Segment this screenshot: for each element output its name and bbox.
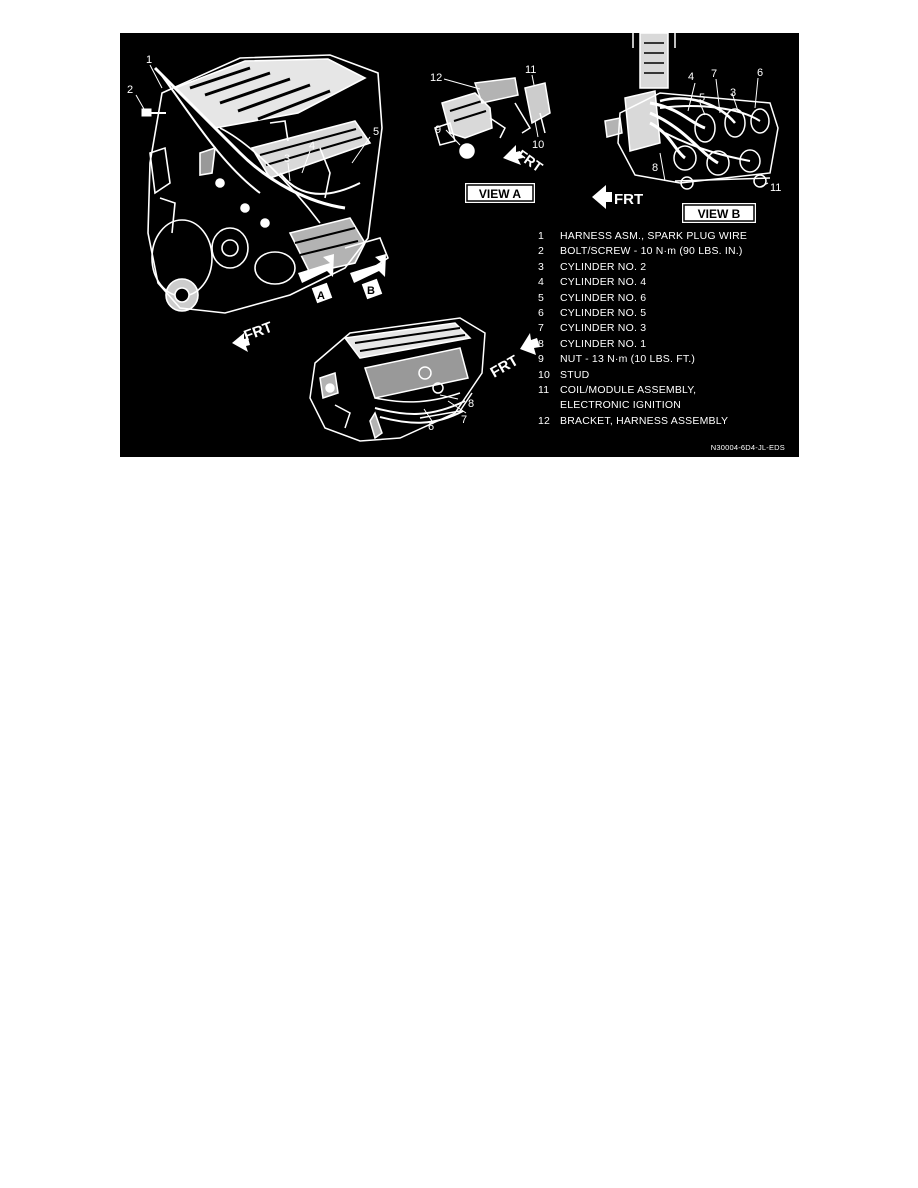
legend-number: 12 (538, 414, 551, 427)
callout-7-view-b: 7 (711, 68, 717, 80)
engine-illustration: A B FRT FRT VIEW (127, 33, 781, 442)
view-a-arrow (298, 254, 334, 304)
callout-2: 2 (127, 84, 133, 96)
view-a-drawing (434, 77, 551, 159)
legend-text: NUT - 13 N·m (10 LBS. FT.) (560, 353, 696, 366)
legend-item: 9 NUT - 13 N·m (10 LBS. FT.) (538, 352, 796, 367)
callout-5-main: 5 (373, 126, 379, 138)
engine-diagram-panel: A B FRT FRT VIEW (120, 33, 799, 457)
arrow-b-label: B (367, 285, 375, 297)
callout-numbers: 1 2 3 4 5 12 11 9 10 4 7 5 3 6 8 11 8 7 … (127, 54, 781, 433)
legend-item: 3 CYLINDER NO. 2 (538, 260, 796, 275)
callout-6-rear: 6 (428, 421, 434, 433)
view-b-label-box (682, 203, 756, 223)
bolt-icon (141, 108, 166, 117)
front-arrow-view-b (592, 185, 612, 209)
callout-10: 10 (532, 139, 544, 151)
legend-text: CYLINDER NO. 6 (560, 291, 647, 304)
callout-5-view-b: 5 (699, 92, 705, 104)
view-b-label: VIEW B (698, 207, 741, 221)
legend-number: 4 (538, 276, 545, 289)
callout-4-main: 4 (309, 140, 315, 152)
callout-4-view-b: 4 (688, 71, 694, 83)
callout-8-rear: 8 (468, 398, 474, 410)
legend-number: 8 (538, 337, 545, 350)
callout-12: 12 (430, 72, 442, 84)
front-label-view-b: FRT (614, 191, 643, 208)
callout-3-view-b: 3 (730, 87, 736, 99)
view-a-label: VIEW A (479, 187, 522, 201)
legend-text: CYLINDER NO. 1 (560, 337, 647, 350)
legend-item: 11 COIL/MODULE ASSEMBLY, (538, 383, 796, 398)
arrow-a-label: A (317, 290, 325, 302)
parts-legend: 1 HARNESS ASM., SPARK PLUG WIRE 2 BOLT/S… (538, 229, 796, 429)
legend-text: HARNESS ASM., SPARK PLUG WIRE (560, 230, 748, 242)
front-arrow-rear-engine (520, 333, 540, 355)
rear-engine-drawing (309, 317, 486, 442)
callout-8-view-b: 8 (652, 162, 658, 174)
front-label-main: FRT (242, 319, 275, 345)
legend-item: 8 CYLINDER NO. 1 (538, 337, 796, 352)
legend-item: 12 BRACKET, HARNESS ASSEMBLY (538, 414, 796, 429)
legend-text: BOLT/SCREW - 10 N·m (90 LBS. IN.) (560, 245, 743, 258)
front-arrow-main (232, 333, 250, 352)
view-b-leaders (659, 77, 769, 188)
rear-engine-leaders (423, 394, 467, 422)
callout-11-view-a: 11 (525, 64, 536, 76)
legend-text-continued: ELECTRONIC IGNITION (560, 399, 682, 412)
main-engine-drawing (147, 54, 389, 314)
legend-text: CYLINDER NO. 5 (560, 307, 647, 320)
view-b-arrow (350, 254, 386, 300)
legend-number: 10 (538, 368, 551, 381)
callout-7-rear: 7 (461, 414, 467, 426)
legend-number: 2 (538, 245, 545, 258)
legend-number: 11 (538, 384, 550, 397)
legend-text: CYLINDER NO. 2 (560, 260, 647, 273)
legend-text: BRACKET, HARNESS ASSEMBLY (560, 414, 729, 427)
legend-item: 6 CYLINDER NO. 5 (538, 306, 796, 321)
main-engine-leaders (135, 64, 371, 182)
legend-item: 5 CYLINDER NO. 6 (538, 291, 796, 306)
legend-number: 3 (538, 260, 545, 273)
legend-number: 7 (538, 322, 545, 335)
callout-3-main: 3 (284, 153, 290, 165)
legend-text: STUD (560, 368, 590, 381)
legend-number: 6 (538, 307, 545, 320)
illustration-part-code: N30004-6D4-JL-EDS (710, 443, 785, 452)
callout-11-view-b: 11 (770, 182, 781, 194)
callout-6-view-b: 6 (757, 67, 763, 79)
legend-item: 7 CYLINDER NO. 3 (538, 321, 796, 336)
front-label-rear-engine: FRT (488, 352, 522, 381)
view-a-label-box (465, 183, 535, 203)
legend-text: CYLINDER NO. 3 (560, 322, 647, 335)
view-a-leaders (443, 74, 539, 146)
legend-item: 2 BOLT/SCREW - 10 N·m (90 LBS. IN.) (538, 244, 796, 259)
legend-number: 1 (538, 230, 545, 242)
view-b-drawing (604, 33, 779, 190)
callout-1: 1 (146, 54, 152, 66)
legend-text: COIL/MODULE ASSEMBLY, (560, 384, 697, 397)
legend-item: 1 HARNESS ASM., SPARK PLUG WIRE (538, 229, 796, 244)
callout-9: 9 (435, 124, 441, 136)
legend-item: 4 CYLINDER NO. 4 (538, 275, 796, 290)
front-arrow-view-a (503, 145, 523, 165)
legend-text: CYLINDER NO. 4 (560, 276, 647, 289)
legend-number: 5 (538, 291, 545, 304)
legend-item: 10 STUD (538, 368, 796, 383)
legend-number: 9 (538, 353, 545, 366)
